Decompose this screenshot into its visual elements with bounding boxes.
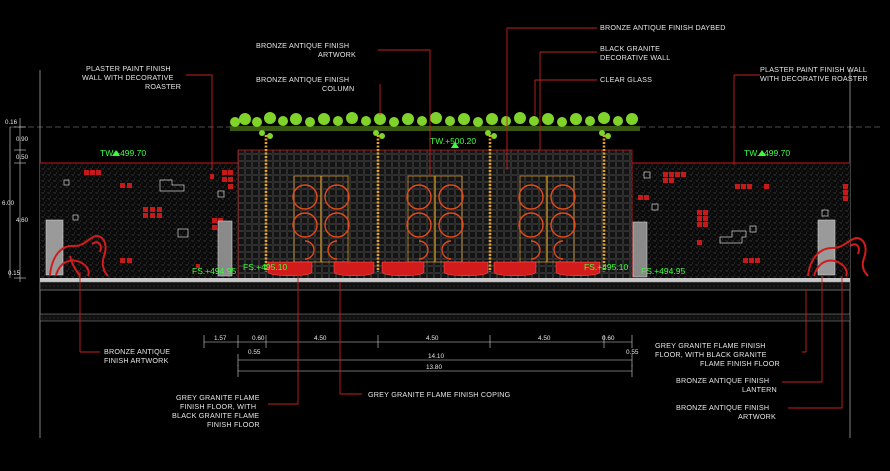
vdim-1: 0.90 [16,136,29,143]
horizontal-dimension-chains: 1.57 0.60 0.55 4.50 4.50 4.50 0.60 0.55 … [203,335,639,377]
leader-lines [79,27,843,409]
artwork-panel-2 [406,175,464,263]
hdim-060a: 0.60 [252,335,265,342]
hdim-450c: 4.50 [538,335,551,342]
label-plaster-right-2: WITH DECORATIVE ROASTER [760,74,868,83]
left-plaster-wall [40,162,238,280]
hdim-055a: 0.55 [248,349,261,356]
label-floor-left-2: FINISH FLOOR, WITH [180,402,256,411]
annotations: BRONZE ANTIQUE FINISH DAYBED BRONZE ANTI… [82,23,868,429]
floor-coping [39,278,851,322]
label-artwork-left-2: FINISH ARTWORK [104,356,169,365]
vdim-5: 0.15 [8,270,21,277]
label-column-1: BRONZE ANTIQUE FINISH [256,75,349,84]
artwork-sculpture-right [807,236,869,277]
vdim-4: 4.60 [16,217,29,224]
vdim-3: 6.00 [2,200,15,207]
level-markers: TW.+499.70 TW.+500.20 TW.+499.70 FS.+494… [100,136,790,276]
level-fs-right-2: FS.+494.95 [641,266,685,276]
artwork-panel-3 [518,175,576,263]
hdim-1380: 13.80 [426,364,442,371]
hdim-1410: 14.10 [428,353,444,360]
label-coping: GREY GRANITE FLAME FINISH COPING [368,390,511,399]
wall-outline-motifs-left [63,179,225,238]
vdim-2: 0.50 [16,154,29,161]
hdim-450a: 4.50 [314,335,327,342]
label-floor-right-2: FLOOR, WITH BLACK GRANITE [655,350,767,359]
label-plaster-left-2: WALL WITH DECORATIVE [82,73,174,82]
label-floor-left-4: FINISH FLOOR [207,420,260,429]
lantern-left [45,219,233,277]
label-artwork-right-2: ARTWORK [738,412,776,421]
vertical-dimension-chain: 0.16 0.90 0.50 6.00 4.60 0.15 [2,118,29,282]
artwork-panel-1 [292,175,350,263]
level-fs-left-1: FS.+494.95 [192,266,236,276]
hdim-055b: 0.55 [626,349,639,356]
label-daybed: BRONZE ANTIQUE FINISH DAYBED [600,23,726,32]
level-fs-right-1: FS.+495.10 [584,262,628,272]
level-tw-left: TW.+499.70 [100,148,146,158]
label-lantern-1: BRONZE ANTIQUE FINISH [676,376,769,385]
hdim-157: 1.57 [214,335,227,342]
label-plaster-left-1: PLASTER PAINT FINISH [86,64,171,73]
label-granite-wall-1: BLACK GRANITE [600,44,660,53]
label-artwork-left-1: BRONZE ANTIQUE [104,347,170,356]
label-plaster-left-3: ROASTER [145,82,181,91]
level-tw-right: TW.+499.70 [744,148,790,158]
label-clear-glass: CLEAR GLASS [600,75,652,84]
label-artwork-top-2: ARTWORK [318,50,356,59]
artwork-sculpture-left [49,234,109,277]
level-tw-center: TW.+500.20 [430,136,476,146]
label-floor-right-1: GREY GRANITE FLAME FINISH [655,341,766,350]
hdim-060b: 0.60 [602,335,615,342]
daybeds [267,261,601,276]
label-granite-wall-2: DECORATIVE WALL [600,53,671,62]
label-floor-right-3: FLAME FINISH FLOOR [700,359,780,368]
label-artwork-top-1: BRONZE ANTIQUE FINISH [256,41,349,50]
pergola-foliage [230,112,640,139]
wall-outline-motifs-right [643,171,829,244]
level-fs-left-2: FS.+495.10 [243,262,287,272]
label-lantern-2: LANTERN [742,385,777,394]
decorative-roaster-right [638,172,848,263]
hdim-450b: 4.50 [426,335,439,342]
bronze-columns [264,135,606,272]
label-artwork-right-1: BRONZE ANTIQUE FINISH [676,403,769,412]
label-column-2: COLUMN [322,84,354,93]
label-plaster-right-1: PLASTER PAINT FINISH WALL [760,65,867,74]
label-floor-left-1: GREY GRANITE FLAME [176,393,260,402]
decorative-roaster-left [84,170,233,268]
label-floor-left-3: BLACK GRANITE FLAME [172,411,259,420]
vdim-0: 0.16 [5,119,18,126]
